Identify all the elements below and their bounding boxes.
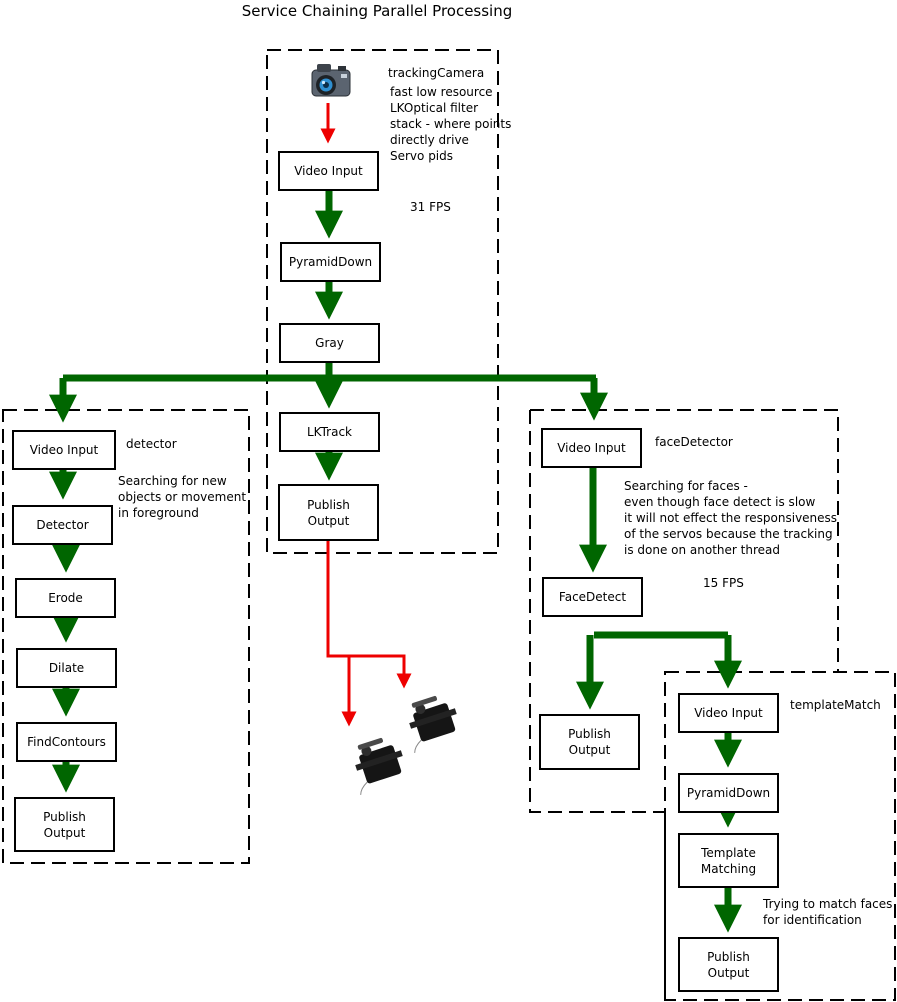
tracking-lktrack-node: LKTrack — [279, 412, 380, 452]
template-video-input-node: Video Input — [678, 693, 779, 733]
tracking-camera-group — [266, 49, 499, 554]
tracking-publish-output-node: Publish Output — [278, 484, 379, 541]
face-detector-group — [530, 409, 839, 672]
template-match-label: templateMatch — [790, 698, 881, 712]
detector-find-contours-node: FindContours — [16, 722, 117, 762]
tracking-camera-label: trackingCamera — [388, 66, 485, 80]
detector-group — [2, 409, 250, 864]
face-detector-fps: 15 FPS — [703, 576, 744, 590]
detector-publish-output-node: Publish Output — [14, 797, 115, 852]
detector-dilate-node: Dilate — [16, 648, 117, 688]
face-video-input-node: Video Input — [541, 428, 642, 468]
template-match-note: Trying to match faces for identification — [763, 897, 893, 927]
template-pyramid-down-node: PyramidDown — [678, 773, 779, 813]
detector-erode-node: Erode — [15, 578, 116, 618]
detector-label: detector — [126, 437, 177, 451]
detector-note: Searching for new objects or movement in… — [118, 474, 247, 520]
camera-icon — [311, 64, 351, 97]
template-matching-node: Template Matching — [678, 833, 779, 888]
tracking-pyramid-down-node: PyramidDown — [280, 242, 381, 282]
template-match-group — [664, 671, 896, 1001]
tracking-video-input-node: Video Input — [278, 151, 379, 191]
detector-detector-node: Detector — [12, 505, 113, 545]
tracking-camera-note: fast low resource LKOptical filter stack… — [390, 85, 512, 163]
face-detector-label: faceDetector — [655, 435, 733, 449]
template-publish-output-node: Publish Output — [678, 937, 779, 992]
tracking-gray-node: Gray — [279, 323, 380, 363]
diagram-title: Service Chaining Parallel Processing — [241, 2, 513, 20]
face-detector-note: Searching for faces - even though face d… — [624, 479, 838, 557]
tracking-camera-fps: 31 FPS — [410, 200, 451, 214]
face-publish-output-node: Publish Output — [539, 714, 640, 770]
face-detect-node: FaceDetect — [542, 577, 643, 617]
servo-icon — [409, 695, 457, 753]
detector-video-input-node: Video Input — [12, 430, 116, 470]
servo-icon — [355, 737, 403, 795]
arrow-publish-to-servo-right — [326, 541, 412, 689]
